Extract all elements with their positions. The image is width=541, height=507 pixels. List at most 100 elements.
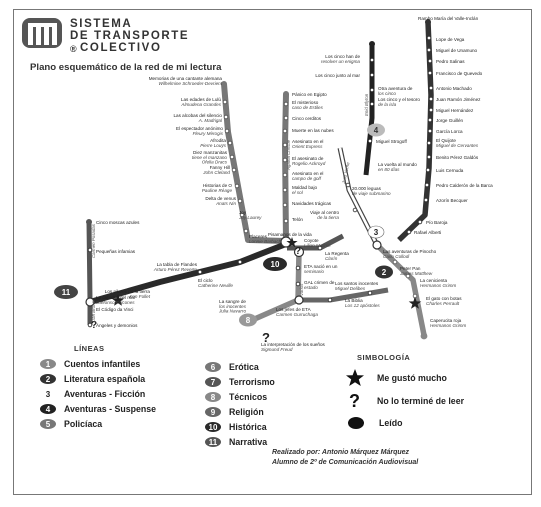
station-title: Los cinco han de bbox=[325, 54, 360, 59]
station-label: Pedro Salinas bbox=[436, 59, 465, 64]
station-label: Pío Baroja bbox=[426, 220, 448, 225]
station-label: Benito Pérez Galdós bbox=[436, 155, 479, 160]
station-label: Ángeles y demonios bbox=[96, 322, 138, 328]
station-title: Cinco cerditos bbox=[292, 116, 322, 121]
star-icon bbox=[111, 294, 125, 306]
station-dot bbox=[295, 265, 301, 271]
station-author: de viaje submarino bbox=[352, 191, 391, 196]
legend-item-8: 8 Técnicos bbox=[205, 390, 267, 404]
station-title: Caperucita roja bbox=[430, 318, 462, 323]
transfer-station bbox=[85, 297, 95, 307]
station-dot bbox=[428, 96, 434, 102]
line-11-route bbox=[86, 221, 93, 325]
station-label: Pisamanos de la vida bbox=[268, 232, 312, 237]
legend-label-11: Narrativa bbox=[229, 437, 268, 447]
station-title: Ángeles y demonios bbox=[96, 322, 138, 328]
legend-title: LÍNEAS bbox=[74, 344, 105, 353]
symbology-title: SIMBOLOGÍA bbox=[357, 353, 411, 362]
station-author: Miguel de Cervantes bbox=[436, 143, 479, 148]
station-author: Hermanos Grimm bbox=[430, 323, 466, 328]
question-icon: ? bbox=[262, 330, 270, 345]
station-title: Los cinco junto al mar bbox=[315, 73, 360, 78]
station-dot bbox=[197, 269, 203, 275]
star-icon bbox=[408, 297, 422, 309]
station-title: Antonio Machado bbox=[436, 86, 472, 91]
station-label: Antonio Machado bbox=[436, 86, 472, 91]
station-title: Rambo María del Valle-Inclán bbox=[418, 16, 479, 21]
station-label: Rafael Alberti bbox=[414, 230, 441, 235]
station-dot bbox=[369, 101, 375, 107]
terminal-dot bbox=[425, 19, 431, 25]
station-title: ETA nació en un bbox=[304, 264, 338, 269]
station-label: Miguel Hernández bbox=[436, 108, 474, 113]
line-3-route-inner bbox=[338, 147, 379, 246]
station-label: García Lorca bbox=[436, 129, 463, 134]
terminal-dot bbox=[283, 91, 289, 97]
legend-bullet-1: 1 bbox=[40, 359, 56, 369]
map-subtitle: Plano esquemático de la red de mi lectur… bbox=[30, 62, 222, 73]
station-title: Asesinato en el bbox=[292, 171, 323, 176]
station-title: Pío Baroja bbox=[426, 220, 448, 225]
station-author: Rogelio Ackroyd bbox=[292, 161, 326, 166]
station-dot bbox=[283, 101, 289, 107]
station-dot bbox=[424, 182, 430, 188]
station-dot bbox=[427, 117, 433, 123]
symbology-dot: Leído bbox=[347, 416, 402, 430]
line-badge-2-num: 2 bbox=[382, 268, 387, 277]
station-author: seminario bbox=[304, 269, 324, 274]
legend-item-4: 4 Aventuras - Suspense bbox=[40, 402, 156, 416]
station-dot bbox=[405, 273, 411, 279]
station-dot bbox=[224, 128, 230, 134]
station-title: GAL crimen de bbox=[304, 280, 335, 285]
station-title: Los jefes de ETA bbox=[276, 307, 312, 312]
station-dot bbox=[345, 182, 351, 188]
station-title: Diez manzanitas bbox=[193, 150, 228, 155]
station-dot bbox=[227, 140, 233, 146]
line-badge-3-num: 3 bbox=[374, 228, 379, 237]
station-title: Historias de O bbox=[203, 183, 233, 188]
legend-label-1: Cuentos infantiles bbox=[64, 359, 141, 369]
station-dot bbox=[327, 297, 333, 303]
read-dot-icon bbox=[348, 417, 364, 429]
station-author: estado bbox=[304, 285, 318, 290]
station-dot bbox=[237, 259, 243, 265]
station-author: Clarín bbox=[325, 256, 338, 261]
station-dot bbox=[367, 290, 373, 296]
station-author: Sigmund Freud bbox=[261, 347, 293, 352]
legend-bullet-8: 8 bbox=[205, 392, 221, 402]
station-label: Jorge Guillén bbox=[436, 118, 464, 123]
legend-item-1: 1 Cuentos infantiles bbox=[40, 357, 140, 371]
station-author: Hermanos Grimm bbox=[420, 283, 456, 288]
station-author: los cinco bbox=[378, 91, 396, 96]
station-dot bbox=[222, 99, 228, 105]
route-label-julio: Julio Verne bbox=[341, 161, 351, 185]
station-author: Miguel Delibes bbox=[335, 286, 366, 291]
station-author: de la isla bbox=[378, 102, 397, 107]
station-dot bbox=[282, 157, 288, 163]
station-label: Lope de Vega bbox=[436, 37, 465, 42]
legend-item-9: 9 Religión bbox=[205, 405, 264, 419]
station-title: Luis Cernuda bbox=[436, 168, 464, 173]
station-dot bbox=[317, 245, 323, 251]
station-title: Pisamanos de la vida bbox=[268, 232, 312, 237]
line-badge-11 bbox=[54, 285, 78, 299]
station-title: Miguel Strogoff bbox=[376, 139, 408, 144]
legend-label-9: Religión bbox=[229, 407, 264, 417]
station-title: Fanny Hill bbox=[210, 165, 230, 170]
station-dot bbox=[282, 128, 288, 134]
legend-label-6: Erótica bbox=[229, 362, 259, 372]
star-icon bbox=[346, 369, 364, 386]
transfer-station bbox=[293, 246, 305, 258]
station-author: Joy Laurey bbox=[238, 215, 262, 220]
station-author: en 80 días bbox=[378, 167, 400, 172]
